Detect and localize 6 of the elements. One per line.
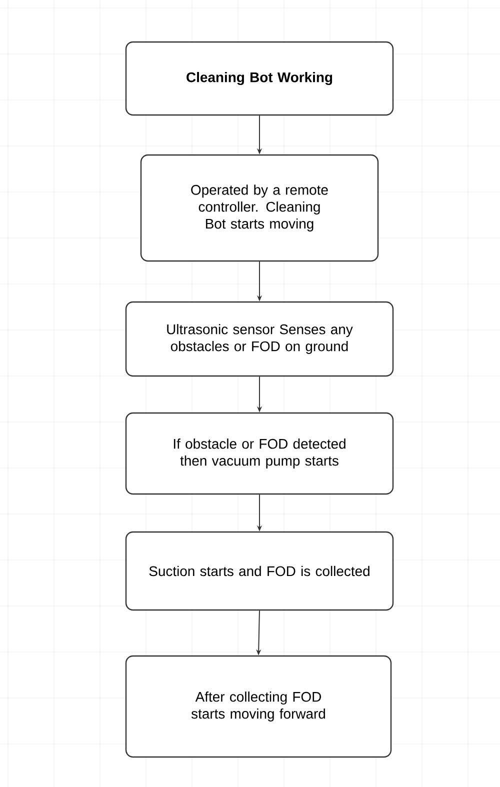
process-box: Operated by a remote controller. Cleaning Bot starts moving [140, 154, 379, 262]
process-box: Cleaning Bot Working [125, 41, 394, 116]
process-box: If obstacle or FOD detected then vacuum pump starts [125, 412, 394, 495]
process-box: Ultrasonic sensor Senses any obstacles or FOD on ground [125, 301, 394, 377]
process-box: After collecting FOD starts moving forward [125, 655, 392, 758]
process-box: Suction starts and FOD is collected [125, 531, 394, 611]
